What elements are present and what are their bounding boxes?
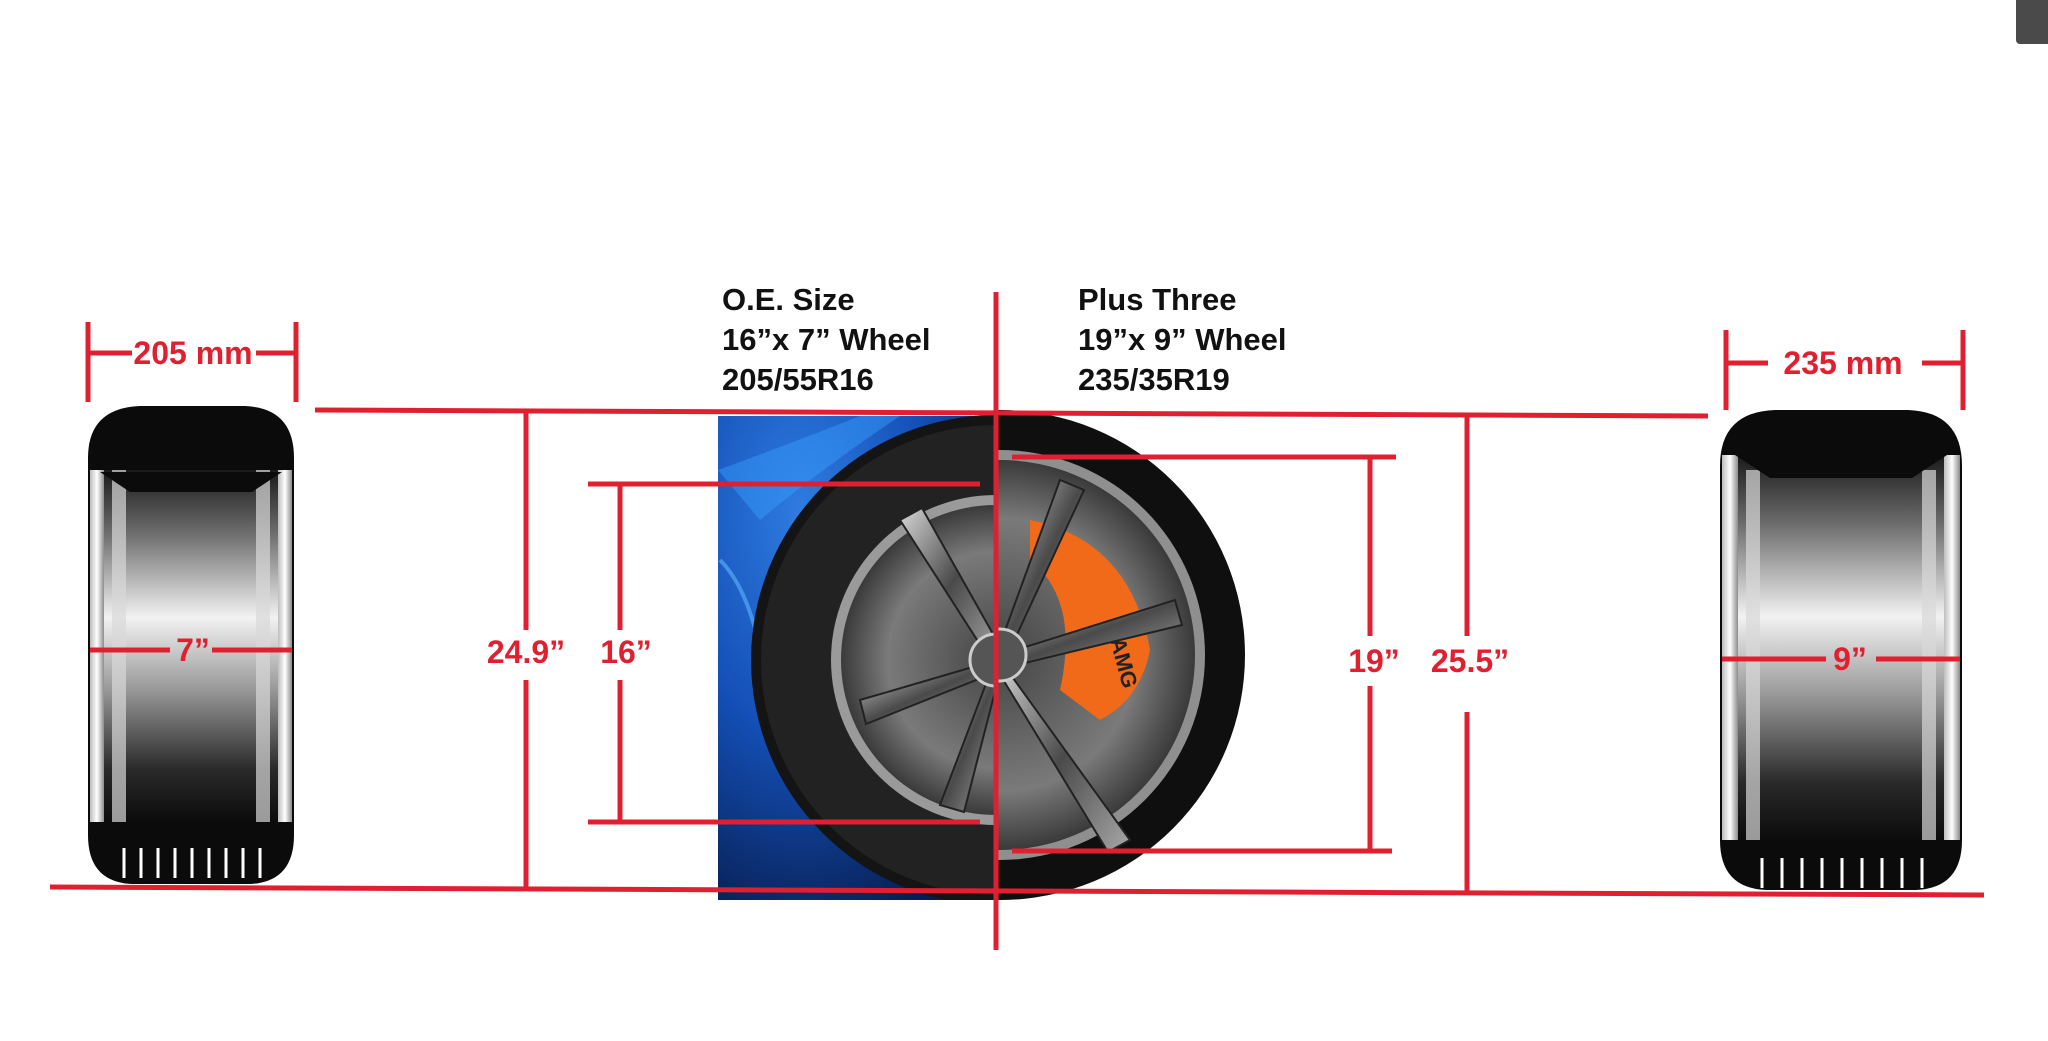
oe-heading: O.E. Size <box>722 282 855 317</box>
plus-tire-size: 235/35R19 <box>1078 362 1230 397</box>
oe-wheel-diameter-label: 16” <box>600 634 652 670</box>
wheel-comparison-photo: AMG <box>718 410 1245 900</box>
oe-overall-diameter-label: 24.9” <box>487 634 565 670</box>
plus-wheel-diameter-label: 19” <box>1348 643 1400 679</box>
plus-tread-width-label: 235 mm <box>1783 345 1902 381</box>
left-tire-profile <box>88 406 294 884</box>
oe-wheel-size: 16”x 7” Wheel <box>722 322 930 357</box>
oe-rim-width-label: 7” <box>176 632 210 668</box>
oe-tire-size: 205/55R16 <box>722 362 874 397</box>
measurement-lines <box>49 292 1985 950</box>
oe-size-heading: O.E. Size 16”x 7” Wheel 205/55R16 <box>722 282 930 397</box>
plus-overall-diameter-label: 25.5” <box>1431 643 1509 679</box>
corner-button[interactable] <box>2016 0 2048 44</box>
plus-rim-width-label: 9” <box>1833 641 1867 677</box>
oe-tread-width-label: 205 mm <box>133 335 252 371</box>
right-tire-profile <box>1720 410 1962 890</box>
plus-three-heading: Plus Three 19”x 9” Wheel 235/35R19 <box>1078 282 1286 397</box>
plus-heading: Plus Three <box>1078 282 1237 317</box>
plus-wheel-size: 19”x 9” Wheel <box>1078 322 1286 357</box>
